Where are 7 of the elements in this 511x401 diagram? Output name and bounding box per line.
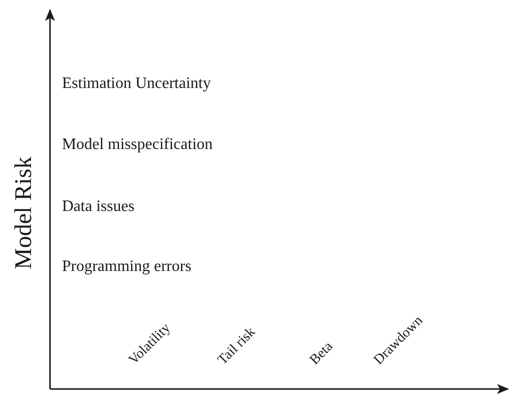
risk-label: Estimation Uncertainty	[62, 76, 211, 92]
risk-label: Model misspecification	[62, 137, 213, 153]
risk-label: Data issues	[62, 199, 134, 215]
axis-title: Model Risk	[12, 156, 36, 270]
axis-category-label: Beta	[308, 340, 336, 368]
axis-category-label: Tail risk	[216, 326, 259, 368]
risk-label: Programming errors	[62, 259, 192, 275]
